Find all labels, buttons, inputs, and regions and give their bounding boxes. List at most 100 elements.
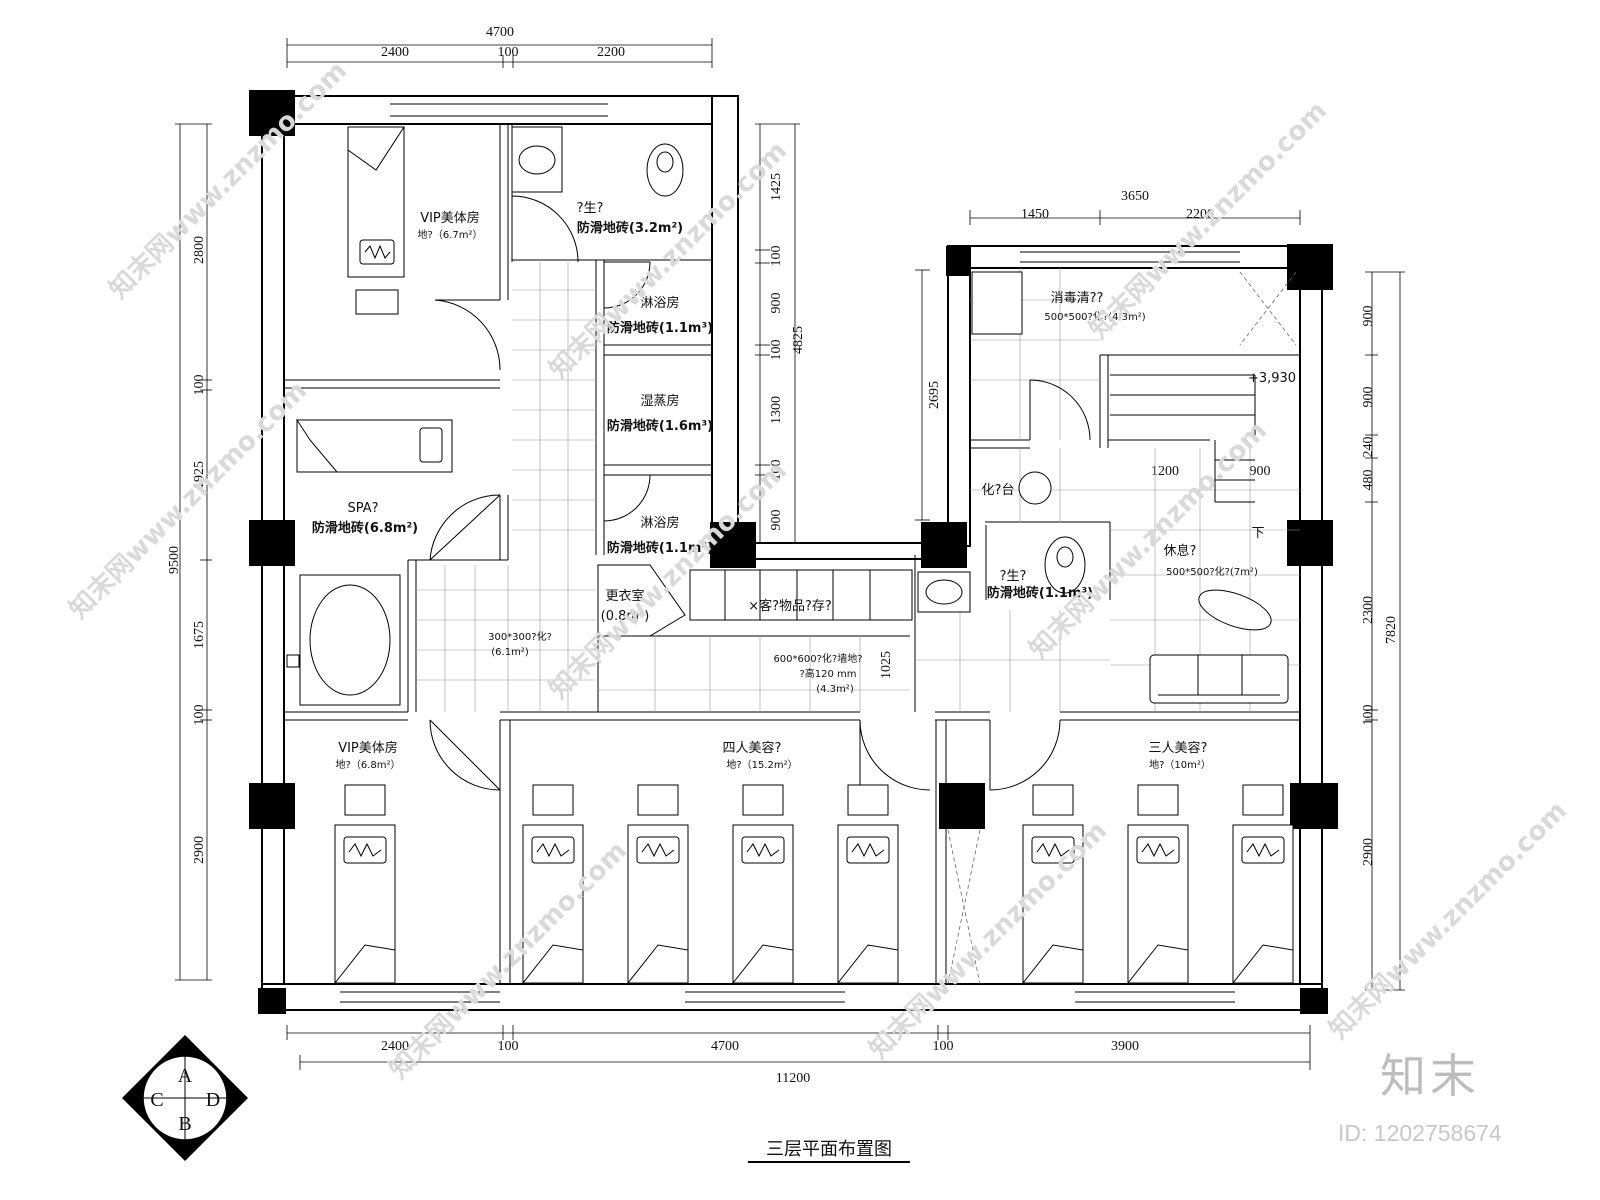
compass-icon: A C D B bbox=[122, 1035, 248, 1161]
room-tile300-area: (6.1m²) bbox=[491, 647, 529, 658]
massage-bed-icon bbox=[626, 784, 689, 984]
dim-left-6: 2900 bbox=[192, 836, 207, 864]
massage-bed-icon bbox=[1126, 784, 1189, 984]
bed-icon bbox=[347, 126, 405, 315]
bed-icon bbox=[296, 418, 453, 473]
room-rest-name: 休息? bbox=[1164, 543, 1197, 559]
wall-rb-left bbox=[947, 245, 971, 547]
dim-mid-2: 100 bbox=[769, 246, 784, 267]
sink-icon bbox=[511, 126, 563, 193]
wall-corridor-top bbox=[737, 542, 931, 560]
dim-bottom-3: 4700 bbox=[711, 1039, 739, 1054]
dim-mid-7: 900 bbox=[769, 510, 784, 531]
toilet-icon bbox=[646, 143, 684, 197]
dim-right-7: 2900 bbox=[1361, 838, 1376, 866]
sink-icon bbox=[971, 271, 1023, 335]
room-four-area: 地?（15.2m²） bbox=[726, 758, 797, 771]
massage-bed-icon bbox=[333, 784, 396, 984]
room-tile300: 300*300?化? bbox=[488, 630, 552, 643]
room-makeup: 化?台 bbox=[982, 483, 1015, 498]
watermark-text: 知末网www.znzmo.com bbox=[1324, 796, 1573, 1045]
room-vip1-name: VIP美体房 bbox=[420, 210, 480, 226]
room-shower1-floor: 防滑地砖(1.1m³) bbox=[607, 320, 713, 336]
massage-bed-icon bbox=[1231, 784, 1294, 984]
drawing-title: 三层平面布置图 bbox=[766, 1139, 892, 1160]
dim-rb-1: 1450 bbox=[1021, 207, 1049, 222]
dim-stair-1: 1200 bbox=[1151, 464, 1179, 479]
dim-left-3: 1925 bbox=[192, 461, 207, 489]
room-wc2-name: ?生? bbox=[1000, 569, 1027, 584]
room-labels: VIP美体房 地?（6.7m²） ?生? 防滑地砖(3.2m²) 淋浴房 防滑地… bbox=[312, 201, 1296, 771]
sink-icon bbox=[917, 571, 971, 613]
watermark-text: 知末网www.znzmo.com bbox=[544, 456, 793, 705]
room-steam-floor: 防滑地砖(1.6m³) bbox=[607, 418, 713, 434]
room-vip2-name: VIP美体房 bbox=[338, 740, 398, 756]
room-shower2-floor: 防滑地砖(1.1m³) bbox=[607, 540, 713, 556]
dim-rb-2: 2200 bbox=[1186, 207, 1214, 222]
dim-right-6: 100 bbox=[1361, 705, 1376, 726]
wall-top-left bbox=[261, 95, 739, 125]
dim-right-4: 480 bbox=[1361, 470, 1376, 491]
dim-right-1: 900 bbox=[1361, 306, 1376, 327]
makeup-stool-icon bbox=[1018, 471, 1052, 505]
compass-left: C bbox=[150, 1089, 163, 1111]
room-corridor-tile: 600*600?化?墙地? bbox=[773, 652, 862, 665]
dim-top-3: 2200 bbox=[597, 45, 625, 60]
dim-stair-2: 900 bbox=[1250, 464, 1271, 479]
room-shower1-name: 淋浴房 bbox=[640, 295, 679, 311]
dim-bottom-4: 100 bbox=[933, 1039, 954, 1054]
room-wc1-floor: 防滑地砖(3.2m²) bbox=[577, 220, 683, 236]
stair-down: 下 bbox=[1251, 526, 1264, 541]
massage-bed-icon bbox=[731, 784, 794, 984]
walls bbox=[261, 95, 1323, 1011]
dim-bottom-2: 100 bbox=[498, 1039, 519, 1054]
watermark-text: 知末网www.znzmo.com bbox=[104, 56, 353, 305]
dim-mid-total: 4825 bbox=[791, 326, 806, 354]
compass-top: A bbox=[178, 1065, 193, 1087]
dim-rb-total: 3650 bbox=[1121, 189, 1149, 204]
compass-bottom: B bbox=[178, 1113, 191, 1135]
document-id: ID: 1202758674 bbox=[1338, 1120, 1502, 1146]
wall-rb-top bbox=[947, 245, 1323, 269]
beauty-beds bbox=[333, 784, 1294, 984]
dim-right-3: 240 bbox=[1361, 437, 1376, 458]
room-steam-name: 湿蒸房 bbox=[640, 393, 679, 409]
brand-logo: 知末 bbox=[1380, 1049, 1480, 1103]
dim-right-2: 900 bbox=[1361, 387, 1376, 408]
massage-bed-icon bbox=[521, 784, 584, 984]
dim-left-total: 9500 bbox=[167, 546, 182, 574]
room-corridor-area: (4.3m²) bbox=[816, 684, 854, 695]
room-storage: ×客?物品?存? bbox=[748, 598, 832, 614]
room-three-name: 三人美容? bbox=[1149, 740, 1208, 756]
dim-mid-4: 100 bbox=[769, 340, 784, 361]
tile-grids bbox=[416, 262, 1300, 712]
dim-corridor: 1025 bbox=[879, 651, 894, 679]
dim-mid-3: 900 bbox=[769, 293, 784, 314]
dim-bottom-5: 3900 bbox=[1111, 1039, 1139, 1054]
massage-bed-icon bbox=[1021, 784, 1084, 984]
room-spa-name: SPA? bbox=[347, 501, 378, 516]
room-disinfect-name: 消毒清?? bbox=[1051, 291, 1104, 306]
room-spa-floor: 防滑地砖(6.8m²) bbox=[312, 520, 418, 536]
room-changing-name: 更衣室 bbox=[605, 588, 644, 604]
storage-cabinets bbox=[689, 569, 913, 621]
dim-right-total: 7820 bbox=[1384, 616, 1399, 644]
wall-bottom bbox=[261, 983, 1323, 1011]
level-mark: +3,930 bbox=[1248, 371, 1296, 386]
massage-bed-icon bbox=[836, 784, 899, 984]
room-four-name: 四人美容? bbox=[723, 740, 782, 756]
wall-right bbox=[1299, 245, 1323, 993]
dim-left-4: 1675 bbox=[192, 621, 207, 649]
dim-mid-5: 1300 bbox=[769, 396, 784, 424]
sofa-icon bbox=[1149, 654, 1289, 704]
dim-stair-h: 2695 bbox=[927, 381, 942, 409]
dim-left-5: 100 bbox=[192, 705, 207, 726]
dim-mid-6: 100 bbox=[769, 460, 784, 481]
room-wc1-name: ?生? bbox=[577, 201, 604, 216]
room-vip1-area: 地?（6.7m²） bbox=[418, 228, 483, 241]
room-corridor-height: ?高120 mm bbox=[799, 667, 856, 680]
watermark-text: 知末网www.znzmo.com bbox=[1084, 96, 1333, 345]
dim-top-2: 100 bbox=[498, 45, 519, 60]
dim-left-1: 2800 bbox=[192, 236, 207, 264]
room-changing-area: (0.8m²) bbox=[601, 609, 650, 624]
